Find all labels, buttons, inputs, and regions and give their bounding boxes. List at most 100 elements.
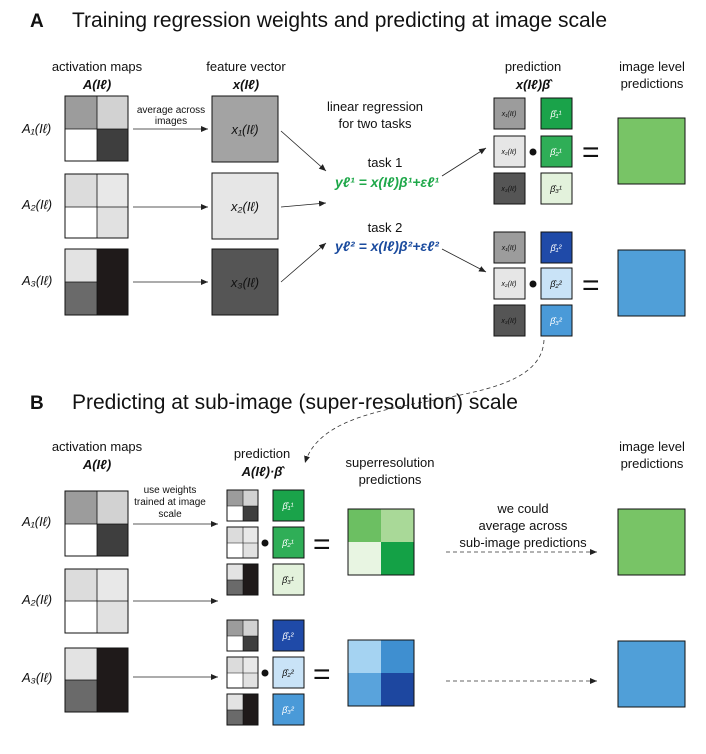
a-activation-maps-symbol: A(Iℓ) [82,77,111,92]
b-row-label-2: A₂(Iℓ) [21,592,52,607]
b-prediction-label: prediction [234,446,290,461]
b-weights-label-3: scale [158,509,182,520]
a-arrow-to-task2 [280,242,327,283]
b-pred1-beta1 [272,489,305,522]
a-task1-equation: yℓ¹ = x(Iℓ)β¹+εℓ¹ [334,174,439,190]
a-activation-maps-label: activation maps [52,59,143,74]
a-pred2-beta3 [540,304,573,337]
a-task2-label: task 2 [368,220,403,235]
b-activation-maps-label: activation maps [52,439,143,454]
a-pred2-beta1-label: β̂₁² [550,243,563,253]
a-arrow-to-task1 [280,130,327,172]
b-row-label-1: A₁(Iℓ) [21,514,51,529]
b-image-level-label: image level [619,439,685,454]
b-pred2-beta1 [272,619,305,652]
a-pred1-beta2-label: β̂₂¹ [549,147,562,157]
a-activation-map-1 [64,95,129,162]
a-feature-vector-symbol: x(Iℓ) [232,77,259,92]
a-average-label: average across [137,105,205,116]
a-regression-label-2: for two tasks [339,116,412,131]
b-result-task2 [617,640,686,708]
a-pred1-x2-label: x₂(Iℓ) [500,149,516,156]
a-row-label-3: A₃(Iℓ) [21,273,52,288]
a-arrow-to-middle [280,200,327,208]
a-pred1-beta3-label: β̂₃¹ [549,184,562,194]
b-superres-label-2: predictions [359,472,422,487]
b-pred2-beta2 [272,656,305,689]
a-feature-box-2 [211,172,279,240]
b-row-label-3: A₃(Iℓ) [21,670,52,685]
b-image-level-label-2: predictions [621,456,684,471]
a-result-task2 [617,249,686,317]
a-result-task1 [617,117,686,185]
a-feature-vector-label: feature vector [206,59,286,74]
a-arrow-to-pred2 [441,248,487,273]
panel-a-title: Training regression weights and predicti… [72,9,607,32]
b-pred2-beta3 [272,693,305,726]
a-pred1-x1-label: x₁(Iℓ) [501,111,517,118]
b-superres-task2 [347,639,415,707]
b-result-task1 [617,508,686,576]
panel-b-letter: B [30,393,44,414]
b-pred1-beta2-label: β̂₂¹ [281,538,294,548]
a-regression-label: linear regression [327,99,423,114]
b-pred2-map3 [226,693,259,726]
b-activation-map-2 [64,568,129,634]
b-pred2-beta2-label: β̂₂² [281,668,295,678]
a-feature-box-3 [211,248,279,316]
a-feature-label-2: x₂(Iℓ) [230,199,259,214]
panel-a-letter: A [30,11,44,32]
b-equals-1: = [313,528,331,561]
a-prediction-label: prediction [505,59,561,74]
b-average-label-1: we could [496,501,548,516]
a-pred2-x2-label: x₂(Iℓ) [500,281,516,288]
a-pred2-x2 [493,267,526,300]
a-image-level-label: image level [619,59,685,74]
a-average-label-2: images [155,116,187,127]
a-pred1-x3-label: x₃(Iℓ) [500,186,516,193]
a-prediction-symbol: x(Iℓ)β̂ [515,77,553,92]
b-average-label-3: sub-image predictions [459,535,587,550]
b-pred2-beta1-label: β̂₁² [282,631,295,641]
a-pred2-x3-label: x₃(Iℓ) [500,318,516,325]
b-pred1-map3 [226,563,259,596]
a-feature-box-1 [211,95,279,163]
a-pred2-beta1 [540,231,573,264]
a-pred1-beta1 [540,97,573,130]
b-pred2-dot [261,669,269,677]
b-superres-task1 [347,508,415,576]
b-activation-maps-symbol: A(Iℓ) [82,457,111,472]
b-pred1-beta3-label: β̂₃¹ [281,575,294,585]
a-row-label-1: A₁(Iℓ) [21,121,51,136]
b-equals-2: = [313,658,331,691]
b-pred1-beta3 [272,563,305,596]
a-pred1-x2 [493,135,526,168]
a-pred2-dot [529,280,537,288]
a-pred1-dot [529,148,537,156]
b-pred1-map1 [226,489,259,522]
b-pred2-beta3-label: β̂₃² [281,705,295,715]
a-pred1-x3 [493,172,526,205]
a-activation-map-3 [64,248,129,316]
a-pred1-x1 [493,97,526,130]
b-pred1-dot [261,539,269,547]
a-pred2-beta2 [540,267,573,300]
a-task2-equation: yℓ² = x(Iℓ)β²+εℓ² [334,238,439,254]
b-average-label-2: average across [479,518,568,533]
a-equals-1: = [582,136,600,169]
b-pred2-map2 [226,656,259,689]
a-arrow-to-pred1 [441,147,487,177]
a-activation-map-2 [64,173,129,239]
b-activation-map-1 [64,490,129,557]
a-row-label-2: A₂(Iℓ) [21,197,52,212]
a-pred1-beta3 [540,172,573,205]
a-pred2-x1-label: x₁(Iℓ) [501,245,517,252]
b-weights-label-2: trained at image [134,497,206,508]
a-feature-label-3: x₃(Iℓ) [230,275,259,290]
b-prediction-symbol: A(Iℓ)·β̂ [241,464,286,479]
a-equals-2: = [582,269,600,302]
a-feature-label-1: x₁(Iℓ) [230,122,258,137]
a-image-level-label-2: predictions [621,76,684,91]
